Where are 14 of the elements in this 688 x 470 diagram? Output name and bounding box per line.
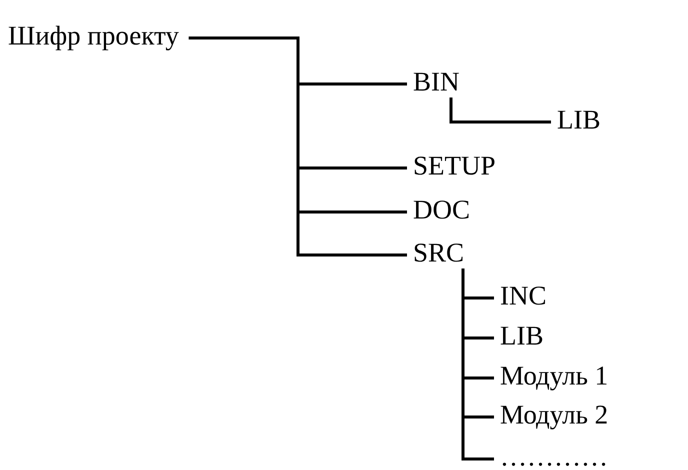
tree-node-label: DOC xyxy=(413,196,470,224)
tree-node-label: SETUP xyxy=(413,152,496,180)
tree-node-label: INC xyxy=(500,282,546,310)
tree-connector xyxy=(450,98,551,124)
tree-node-label: SRC xyxy=(413,240,464,266)
tree-connector xyxy=(462,268,494,460)
tree-node-label: LIB xyxy=(557,106,600,134)
tree-node-label: BIN xyxy=(413,68,460,96)
tree-node-label: Модуль 2 xyxy=(500,402,608,428)
tree-node-label: Шифр проекту xyxy=(8,22,179,50)
tree-node-label: ………… xyxy=(500,444,608,470)
tree-node-label: Модуль 1 xyxy=(500,362,608,390)
tree-node-label: LIB xyxy=(500,322,544,350)
tree-connector xyxy=(188,36,407,256)
